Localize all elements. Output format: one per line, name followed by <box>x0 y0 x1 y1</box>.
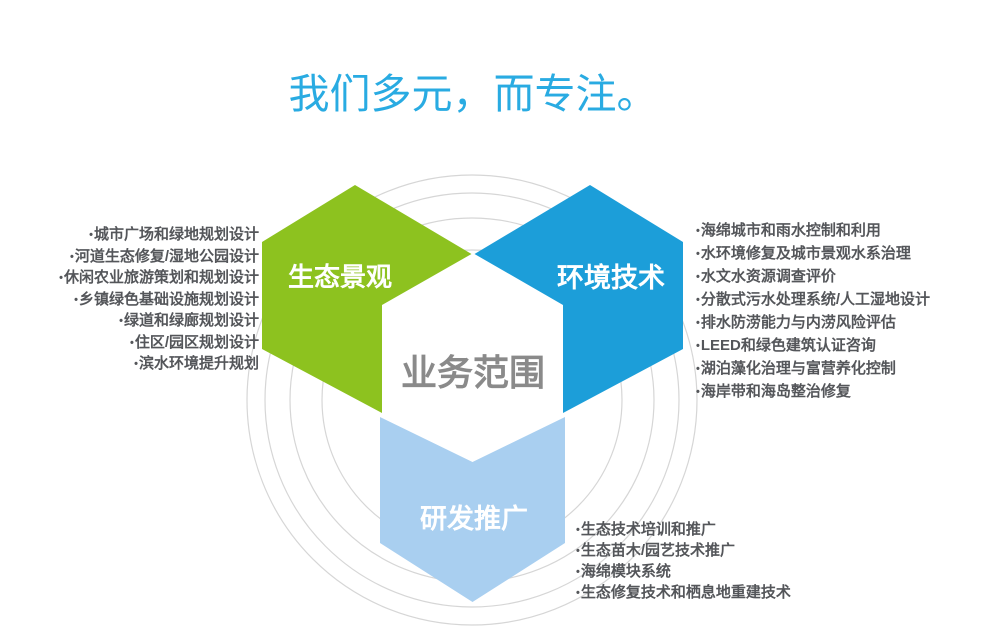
bullet-icon: • <box>69 250 74 263</box>
bullet-icon: • <box>119 315 123 327</box>
list-item-text: 乡镇绿色基础设施规划设计 <box>78 290 259 308</box>
list-item: •湖泊藻化治理与富营养化控制 <box>695 358 930 381</box>
list-item: •海绵模块系统 <box>575 562 791 583</box>
list-item: •海绵城市和雨水控制和利用 <box>695 220 930 243</box>
list-item: •LEED和绿色建筑认证咨询 <box>695 335 930 358</box>
bullet-icon: • <box>576 545 580 557</box>
page-title: 我们多元，而专注。 <box>288 71 658 117</box>
list-item-text: 生态技术培训和推广 <box>580 521 716 538</box>
bullet-icon: • <box>696 225 700 237</box>
list-item-text: 海绵城市和雨水控制和利用 <box>700 222 881 239</box>
background-circle <box>246 174 698 626</box>
env-tech-label: 环境技术 <box>557 263 665 293</box>
list-item-text: 住区/园区规划设计 <box>134 333 259 351</box>
rd-promo-hexagon <box>380 417 565 602</box>
list-item: •生态苗木/园艺技术推广 <box>575 541 791 562</box>
list-item-text: 水环境修复及城市景观水系治理 <box>700 245 911 262</box>
list-item-text: 海绵模块系统 <box>580 563 671 580</box>
bullet-icon: • <box>89 229 93 241</box>
list-item: •生态修复技术和栖息地重建技术 <box>575 583 791 604</box>
list-item-text: 滨水环境提升规划 <box>138 355 259 372</box>
bullet-icon: • <box>576 524 580 536</box>
list-item-text: 城市广场和绿地规划设计 <box>93 226 259 243</box>
rd-promo-list: •生态技术培训和推广 •生态苗木/园艺技术推广 •海绵模块系统 •生态修复技术和… <box>575 520 791 604</box>
background-circle <box>264 192 680 608</box>
list-item-text: 分散式污水处理系统/人工湿地设计 <box>700 291 931 308</box>
list-item: •分散式污水处理系统/人工湿地设计 <box>695 289 930 312</box>
bullet-icon: • <box>696 271 700 283</box>
list-item: •海岸带和海岛整治修复 <box>695 381 930 404</box>
list-item: •城市广场和绿地规划设计 <box>58 225 259 247</box>
center-hexagon-label: 业务范围 <box>400 352 545 393</box>
list-item-text: 海岸带和海岛整治修复 <box>700 383 851 400</box>
list-item: •排水防涝能力与内涝风险评估 <box>695 312 930 335</box>
list-item-text: 水文水资源调查评价 <box>700 268 836 285</box>
bullet-icon: • <box>696 317 700 329</box>
list-item: •乡镇绿色基础设施规划设计 <box>58 290 259 312</box>
bullet-icon: • <box>576 587 580 599</box>
rd-promo-label: 研发推广 <box>420 504 528 534</box>
bullet-icon: • <box>59 272 63 284</box>
eco-landscape-hexagon <box>262 185 472 413</box>
bullet-icon: • <box>134 358 138 370</box>
list-item: •水环境修复及城市景观水系治理 <box>695 243 930 266</box>
list-item: •休闲农业旅游策划和规划设计 <box>58 268 259 290</box>
list-item-text: 湖泊藻化治理与富营养化控制 <box>700 360 896 377</box>
bullet-icon: • <box>696 363 700 375</box>
list-item: •滨水环境提升规划 <box>58 354 259 376</box>
list-item-text: 排水防涝能力与内涝风险评估 <box>700 314 896 331</box>
env-tech-list: •海绵城市和雨水控制和利用 •水环境修复及城市景观水系治理 •水文水资源调查评价… <box>695 220 930 404</box>
list-item: •生态技术培训和推广 <box>575 520 791 541</box>
env-tech-hexagon <box>474 185 683 413</box>
eco-landscape-list: •城市广场和绿地规划设计 •河道生态修复/湿地公园设计 •休闲农业旅游策划和规划… <box>58 225 259 376</box>
bullet-icon: • <box>696 340 700 352</box>
bullet-icon: • <box>74 293 78 306</box>
bullet-icon: • <box>576 566 580 578</box>
list-item: •河道生态修复/湿地公园设计 <box>58 247 259 269</box>
list-item-text: 绿道和绿廊规划设计 <box>123 312 259 329</box>
center-hexagon <box>382 252 563 461</box>
list-item-text: 生态修复技术和栖息地重建技术 <box>580 584 791 601</box>
list-item-text: 休闲农业旅游策划和规划设计 <box>63 269 259 286</box>
eco-landscape-label: 生态景观 <box>287 262 392 292</box>
list-item: •绿道和绿廊规划设计 <box>58 311 259 333</box>
list-item: •住区/园区规划设计 <box>58 333 259 355</box>
list-item-text: 生态苗木/园艺技术推广 <box>580 542 736 559</box>
list-item: •水文水资源调查评价 <box>695 266 930 289</box>
bullet-icon: • <box>696 386 700 398</box>
list-item-text: 河道生态修复/湿地公园设计 <box>74 247 259 265</box>
bullet-icon: • <box>696 248 700 260</box>
list-item-text: LEED和绿色建筑认证咨询 <box>700 337 876 354</box>
bullet-icon: • <box>129 336 134 349</box>
bullet-icon: • <box>696 294 700 306</box>
